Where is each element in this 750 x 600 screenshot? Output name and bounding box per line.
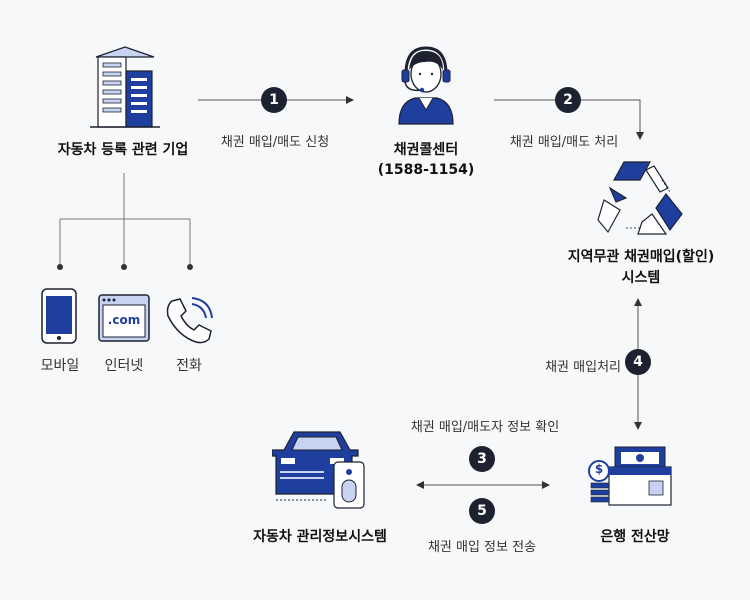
callcenter-phone: (1588-1154) <box>377 162 475 178</box>
mobile-icon <box>41 288 77 348</box>
dollar-symbol: $ <box>594 462 604 476</box>
channel-tree <box>59 173 191 267</box>
arrow-step-2 <box>494 99 644 140</box>
car-system-title: 자동차 관리정보시스템 <box>253 529 387 545</box>
step-3-badge: 3 <box>469 446 495 472</box>
channel-phone-label: 전화 <box>176 358 202 374</box>
callcenter-title: 채권콜센터 <box>393 142 459 158</box>
recycle-icon <box>596 158 686 242</box>
step-3-label: 채권 매입/매도자 정보 확인 <box>410 420 560 435</box>
internet-screen-text: .com <box>107 313 141 327</box>
building-icon <box>90 45 160 134</box>
company-title: 자동차 등록 관련 기업 <box>57 142 189 158</box>
step-5-badge: 5 <box>469 498 495 524</box>
step-5-label: 채권 매입 정보 전송 <box>427 540 537 555</box>
call-agent-icon <box>395 44 457 130</box>
step-2-label: 채권 매입/매도 처리 <box>509 135 619 150</box>
internet-icon: .com <box>98 294 150 346</box>
system-title-line1: 지역무관 채권매입(할인) <box>567 249 715 265</box>
step-4-label: 채권 매입처리 <box>545 360 621 375</box>
system-title-line2: 시스템 <box>621 270 661 286</box>
channel-internet-label: 인터넷 <box>104 358 144 374</box>
bank-title: 은행 전산망 <box>600 529 670 545</box>
step-1-badge: 1 <box>261 87 287 113</box>
bank-icon: $ <box>587 445 677 513</box>
channel-mobile-label: 모바일 <box>40 358 80 374</box>
phone-icon <box>164 296 214 350</box>
step-2-badge: 2 <box>555 87 581 113</box>
car-icon <box>271 428 372 516</box>
step-4-badge: 4 <box>625 349 651 375</box>
step-1-label: 채권 매입/매도 신청 <box>220 135 330 150</box>
